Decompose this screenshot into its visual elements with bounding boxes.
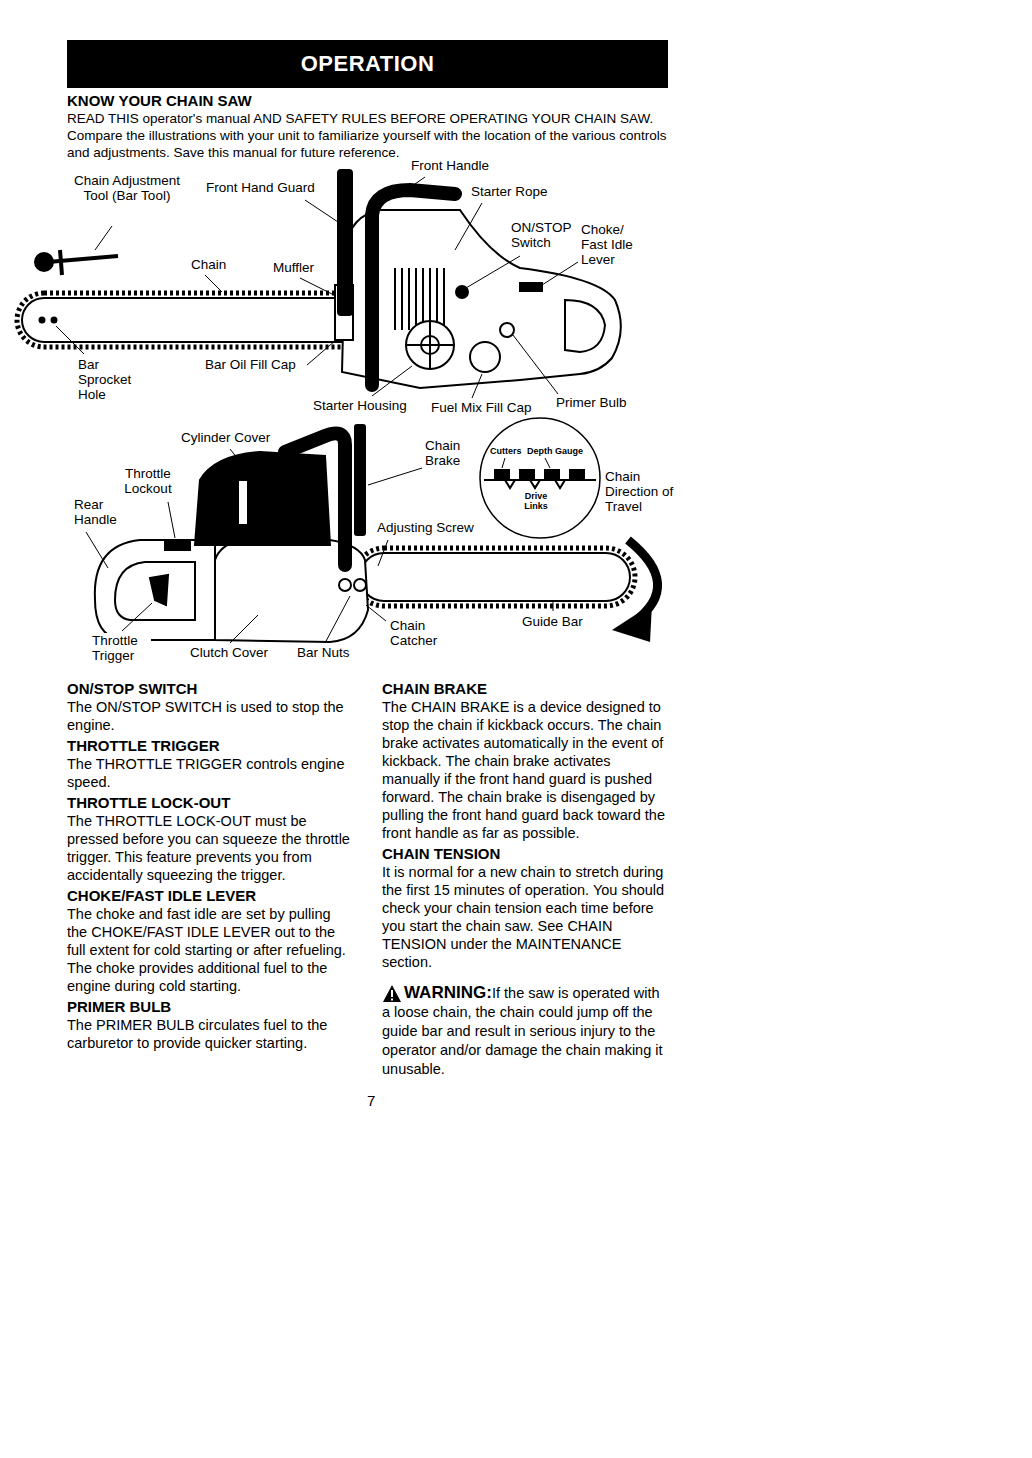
- control-text: The CHAIN BRAKE is a device designed to …: [382, 698, 669, 842]
- part-label: Front Hand Guard: [205, 180, 316, 195]
- part-label: Throttle Lockout: [115, 466, 181, 496]
- part-label: Bar Sprocket Hole: [77, 357, 149, 402]
- part-label: Chain Catcher: [389, 618, 443, 648]
- page-number: 7: [367, 1092, 375, 1110]
- part-label: Chain Direction of Travel: [604, 469, 678, 514]
- control-text: The THROTTLE LOCK-OUT must be pressed be…: [67, 812, 352, 884]
- part-label: Fuel Mix Fill Cap: [430, 400, 533, 415]
- control-heading: THROTTLE LOCK-OUT: [67, 794, 352, 812]
- control-heading: ON/STOP SWITCH: [67, 680, 352, 698]
- control-heading: CHAIN TENSION: [382, 845, 669, 863]
- control-text: It is normal for a new chain to stretch …: [382, 863, 669, 971]
- control-text: The PRIMER BULB circulates fuel to the c…: [67, 1016, 352, 1052]
- part-label: Muffler: [272, 260, 315, 275]
- control-heading: PRIMER BULB: [67, 998, 352, 1016]
- part-label: Cylinder Cover: [180, 430, 271, 445]
- part-label: Bar Oil Fill Cap: [204, 357, 297, 372]
- control-heading: THROTTLE TRIGGER: [67, 737, 352, 755]
- part-label: Chain Adjustment Tool (Bar Tool): [70, 173, 184, 203]
- control-text: The THROTTLE TRIGGER controls engine spe…: [67, 755, 352, 791]
- part-label: Choke/ Fast Idle Lever: [580, 222, 640, 267]
- part-label: ON/STOP Switch: [510, 220, 574, 250]
- inset-label: Cutters: [490, 446, 522, 456]
- intro-text: READ THIS operator's manual AND SAFETY R…: [67, 110, 672, 161]
- bar-tool: [35, 250, 118, 275]
- part-label: Adjusting Screw: [376, 520, 475, 535]
- chainsaw-other-side: [95, 418, 658, 642]
- part-label: Primer Bulb: [555, 395, 628, 410]
- page-title: OPERATION: [67, 40, 668, 88]
- leader-lines: [86, 449, 553, 643]
- part-label: Front Handle: [410, 158, 490, 173]
- part-label: Starter Housing: [312, 398, 408, 413]
- part-label: Bar Nuts: [296, 645, 351, 660]
- part-label: Chain: [190, 257, 227, 272]
- part-label: Clutch Cover: [189, 645, 269, 660]
- inset-label: Drive Links: [521, 491, 551, 511]
- warning-text: If the saw is operated with a loose chai…: [382, 984, 669, 1079]
- control-heading: CHAIN BRAKE: [382, 680, 669, 698]
- chainsaw-side-view: [17, 170, 621, 388]
- control-text: The ON/STOP SWITCH is used to stop the e…: [67, 698, 352, 734]
- header-band: [67, 40, 668, 88]
- part-label: Rear Handle: [73, 497, 120, 527]
- part-label: Throttle Trigger: [91, 633, 151, 663]
- part-label: Chain Brake: [424, 438, 471, 468]
- control-heading: CHOKE/FAST IDLE LEVER: [67, 887, 352, 905]
- control-text: The choke and fast idle are set by pulli…: [67, 905, 352, 995]
- inset-label: Depth Gauge: [527, 446, 583, 456]
- warning-icon: [382, 984, 402, 1003]
- warning-heading: WARNING:: [404, 983, 492, 1003]
- part-label: Starter Rope: [470, 184, 549, 199]
- section-heading: KNOW YOUR CHAIN SAW: [67, 92, 252, 110]
- part-label: Guide Bar: [521, 614, 584, 629]
